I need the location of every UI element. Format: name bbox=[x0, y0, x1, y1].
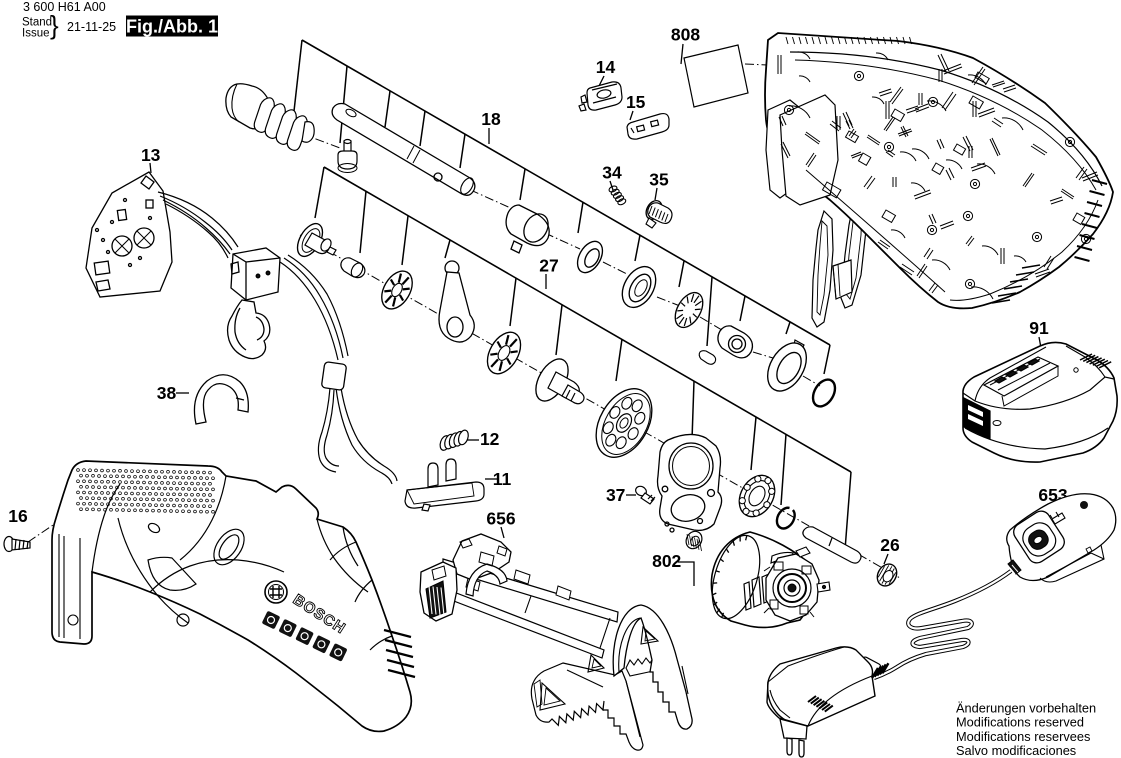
svg-text:Stand: Stand bbox=[22, 17, 52, 29]
svg-text:15: 15 bbox=[626, 92, 646, 112]
svg-text:Salvo modificaciones: Salvo modificaciones bbox=[956, 743, 1076, 758]
svg-text:27: 27 bbox=[539, 256, 558, 276]
svg-text:11: 11 bbox=[493, 469, 512, 489]
svg-text:Fig./Abb. 1: Fig./Abb. 1 bbox=[126, 17, 218, 37]
svg-text:26: 26 bbox=[880, 535, 900, 555]
svg-text:14: 14 bbox=[596, 57, 616, 77]
svg-text:12: 12 bbox=[480, 429, 500, 449]
svg-text:18: 18 bbox=[481, 109, 501, 129]
svg-text:91: 91 bbox=[1029, 318, 1049, 338]
svg-text:38: 38 bbox=[157, 383, 177, 403]
svg-text:3 600 H61 A00: 3 600 H61 A00 bbox=[23, 0, 106, 14]
svg-text:Modifications reserved: Modifications reserved bbox=[956, 715, 1084, 730]
svg-text:Issue: Issue bbox=[22, 28, 50, 40]
svg-text:13: 13 bbox=[141, 145, 161, 165]
svg-text:16: 16 bbox=[8, 506, 28, 526]
svg-text:Änderungen vorbehalten: Änderungen vorbehalten bbox=[956, 701, 1096, 716]
svg-text:37: 37 bbox=[606, 485, 625, 505]
svg-text:21-11-25: 21-11-25 bbox=[67, 20, 116, 34]
svg-text:Modifications reservees: Modifications reservees bbox=[956, 729, 1090, 744]
svg-text:656: 656 bbox=[486, 509, 515, 529]
svg-text:34: 34 bbox=[602, 163, 622, 183]
svg-text:}: } bbox=[50, 10, 59, 40]
svg-text:802: 802 bbox=[652, 551, 681, 571]
svg-text:808: 808 bbox=[671, 25, 700, 45]
svg-text:35: 35 bbox=[649, 170, 669, 190]
